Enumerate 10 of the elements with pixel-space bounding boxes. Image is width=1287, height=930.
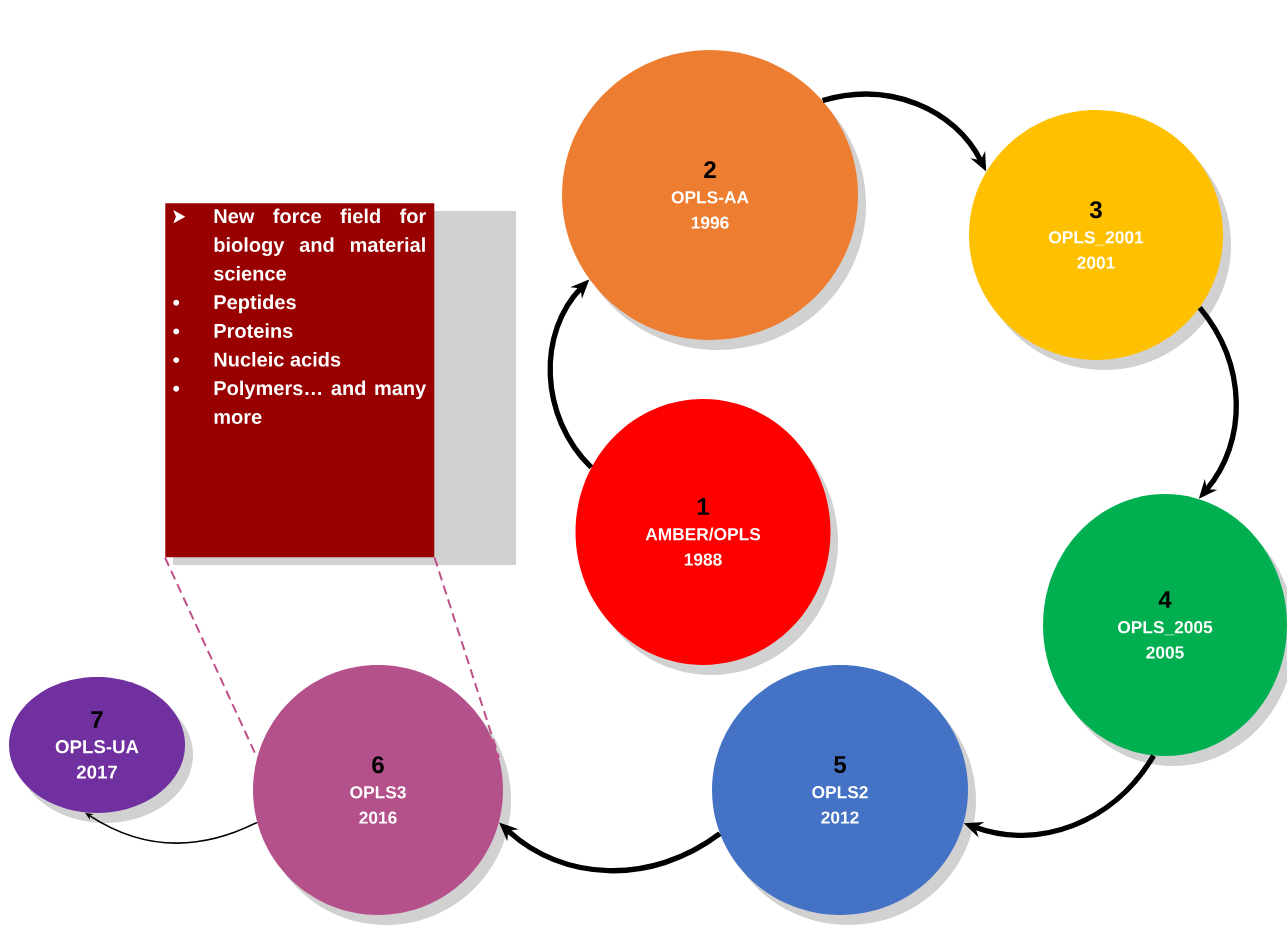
circle-node: 4 OPLS_2005 2005 [1043,494,1287,756]
circle-node: 3 OPLS_2001 2001 [969,110,1223,360]
circle-node: 7 OPLS-UA 2017 [9,677,185,813]
leader-line [433,556,500,759]
circle-node: 6 OPLS3 2016 [253,665,503,915]
arrow [85,812,258,844]
circle-node: 5 OPLS2 2012 [712,665,968,915]
circle-node: 1 AMBER/OPLS 1988 [575,399,831,665]
circle-node: 2 OPLS-AA 1996 [562,50,858,340]
text-box: New force field for biology and material science Peptides Proteins Nucleic acids Polymers… and many more [165,203,435,558]
